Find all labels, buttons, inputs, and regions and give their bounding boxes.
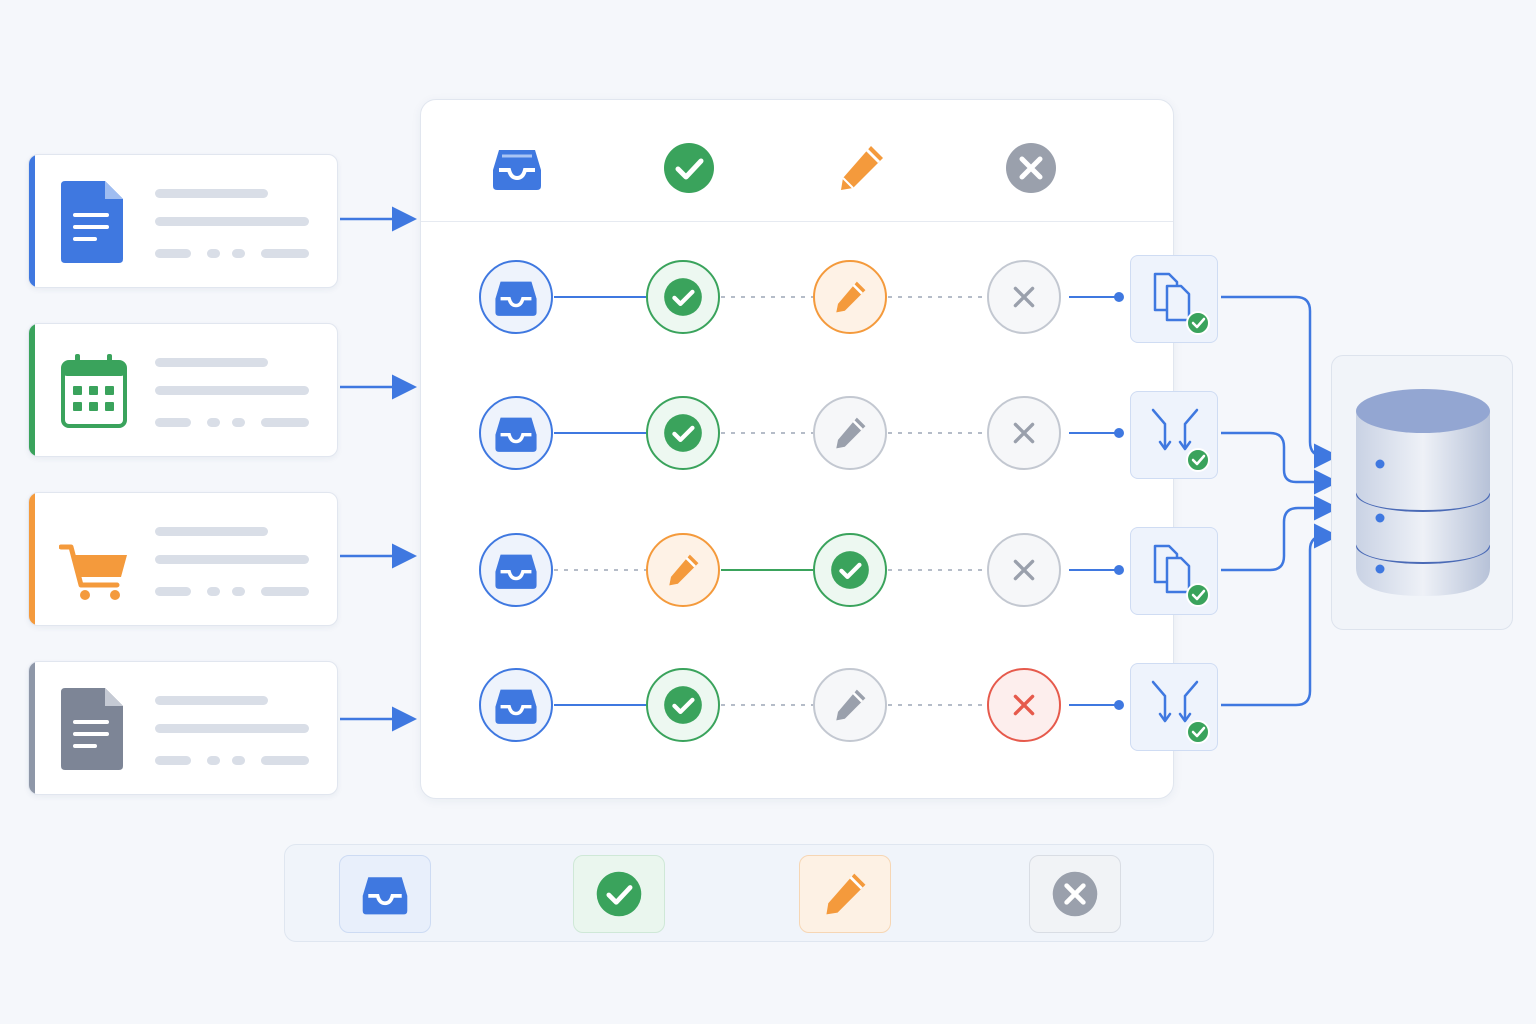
inbox-icon <box>495 281 537 316</box>
calendar-icon <box>61 354 127 428</box>
source-card-document-gray[interactable] <box>28 661 338 795</box>
check-circle-icon <box>664 143 714 193</box>
card-accent <box>29 493 35 625</box>
row3-check-node[interactable] <box>813 533 887 607</box>
source-card-calendar[interactable] <box>28 323 338 457</box>
row3-pencil-node[interactable] <box>646 533 720 607</box>
database-icon <box>1356 389 1490 596</box>
check-circle-icon <box>664 278 702 316</box>
card-accent <box>29 662 35 794</box>
shopping-cart-icon <box>59 544 127 600</box>
row4-pencil-node[interactable] <box>813 668 887 742</box>
output-copy-2[interactable] <box>1130 527 1218 615</box>
row1-pencil-node[interactable] <box>813 260 887 334</box>
inbox-icon <box>495 417 537 452</box>
check-circle-icon <box>831 551 869 589</box>
pencil-icon <box>669 554 699 586</box>
inbox-icon <box>362 877 408 915</box>
pencil-icon <box>836 417 866 449</box>
check-circle-icon <box>664 414 702 452</box>
row4-inbox-node[interactable] <box>479 668 553 742</box>
pencil-icon <box>836 689 866 721</box>
row1-x-node[interactable] <box>987 260 1061 334</box>
close-icon <box>1013 286 1035 308</box>
pencil-icon <box>836 281 866 313</box>
document-icon <box>61 181 123 263</box>
row2-check-node[interactable] <box>646 396 720 470</box>
x-circle-icon <box>1052 871 1098 917</box>
legend-edit[interactable] <box>799 855 891 933</box>
source-card-cart[interactable] <box>28 492 338 626</box>
merge-icon <box>1151 408 1210 472</box>
row3-x-node[interactable] <box>987 533 1061 607</box>
source-card-document[interactable] <box>28 154 338 288</box>
check-circle-icon <box>664 686 702 724</box>
pencil-icon <box>826 873 866 915</box>
legend-rejected[interactable] <box>1029 855 1121 933</box>
output-merge-1[interactable] <box>1130 391 1218 479</box>
legend-strip <box>284 844 1214 942</box>
check-circle-icon <box>596 871 642 917</box>
database-container[interactable] <box>1331 355 1513 630</box>
row4-x-node[interactable] <box>987 668 1061 742</box>
x-circle-icon <box>1006 143 1056 193</box>
close-icon <box>1013 694 1035 716</box>
row1-check-node[interactable] <box>646 260 720 334</box>
inbox-icon <box>495 554 537 589</box>
copy-icon <box>1153 272 1210 335</box>
output-merge-2[interactable] <box>1130 663 1218 751</box>
row1-inbox-node[interactable] <box>479 260 553 334</box>
card-accent <box>29 324 35 456</box>
document-icon <box>61 688 123 770</box>
card-accent <box>29 155 35 287</box>
legend-approved[interactable] <box>573 855 665 933</box>
header-divider <box>421 221 1173 222</box>
row4-check-node[interactable] <box>646 668 720 742</box>
row3-inbox-node[interactable] <box>479 533 553 607</box>
row2-pencil-node[interactable] <box>813 396 887 470</box>
output-copy-1[interactable] <box>1130 255 1218 343</box>
pencil-icon <box>841 146 883 190</box>
inbox-icon <box>495 689 537 724</box>
close-icon <box>1013 559 1035 581</box>
merge-icon <box>1151 680 1210 744</box>
row2-x-node[interactable] <box>987 396 1061 470</box>
close-icon <box>1013 422 1035 444</box>
row2-inbox-node[interactable] <box>479 396 553 470</box>
inbox-icon <box>493 150 541 190</box>
legend-inbox[interactable] <box>339 855 431 933</box>
copy-icon <box>1153 544 1210 607</box>
